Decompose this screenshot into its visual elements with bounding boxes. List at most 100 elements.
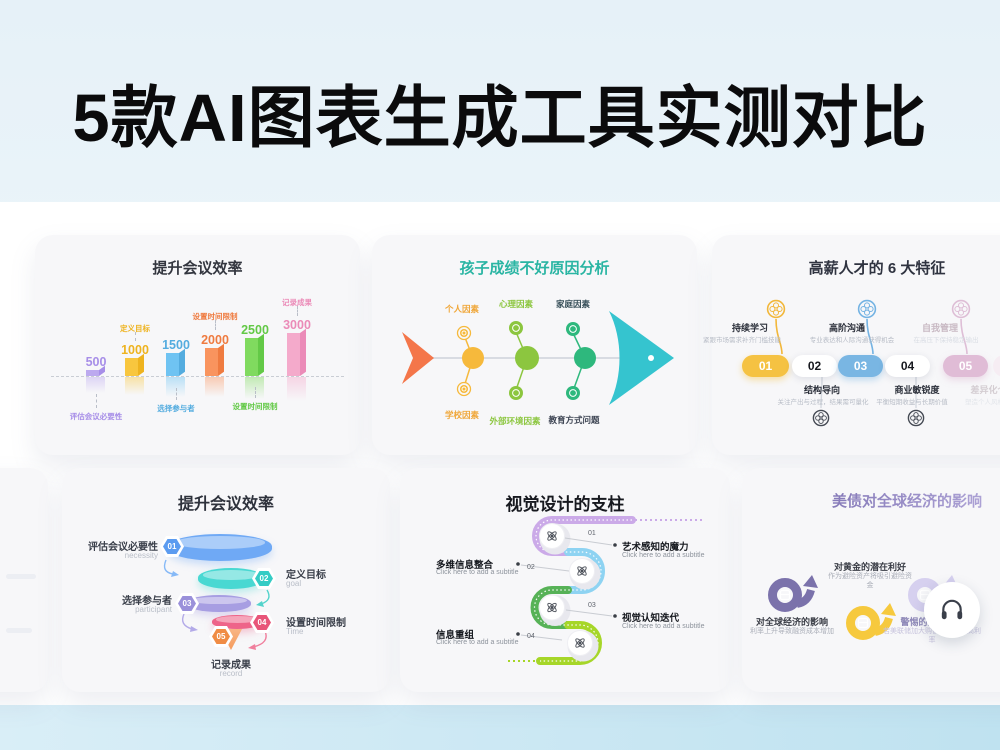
timeline-step-pill: 04 (885, 355, 930, 377)
funnel-sublabel: goal (286, 579, 302, 588)
bar-label-connector (255, 387, 256, 398)
bar-2500 (245, 338, 258, 376)
snake-step-label: 视觉认知迭代 (622, 613, 680, 624)
funnel-level-1 (168, 534, 272, 561)
bar-3000-reflection (287, 377, 306, 401)
snake-step-subtitle: Click here to add a subtitle (622, 552, 705, 559)
callout-lines (520, 537, 613, 641)
bar-label-connector (297, 306, 298, 316)
fishbone-label: 家庭因素 (555, 299, 591, 309)
bar-1500-reflection (166, 377, 185, 397)
impact-item-label: 对全球经济的影响 (755, 617, 828, 627)
funnel-label: 记录成果 (211, 660, 251, 671)
fish-head-icon (609, 311, 674, 405)
knot-icon (951, 299, 971, 319)
card-funnel: 提升会议效率 01 02 03 04 05 评估会议必要性 necessity … (62, 468, 390, 692)
bar-3000-side (300, 328, 306, 376)
timeline-item-label: 持续学习 (731, 323, 769, 333)
bar-chart-baseline (51, 376, 344, 377)
knot-icon (857, 299, 877, 319)
funnel-sublabel: Time (286, 627, 304, 636)
card-partial-left (0, 468, 48, 692)
snake-step-number: 04 (527, 633, 535, 640)
card-timeline: 高薪人才的 6 大特征 01 02 03 04 05 06 持续学习 紧跟市场需… (703, 235, 1000, 455)
timeline-step-pill: 06 (993, 355, 1000, 377)
knot-icon (907, 409, 925, 427)
bar-label: 记录成果 (282, 298, 312, 307)
bar-2000-reflection (205, 377, 224, 397)
bar-1000 (125, 358, 138, 376)
fish-tail-icon (402, 332, 434, 384)
funnel-badge: 02 (252, 568, 276, 589)
bar-2500-side (258, 333, 264, 376)
funnel-sublabel: necessity (124, 551, 158, 560)
snake-step-number: 01 (588, 530, 596, 537)
timeline-item-subtitle: 平衡短期收益与长期价值 (876, 399, 948, 406)
bar-2500-reflection (245, 377, 264, 399)
impact-title: 美债对全球经济的影响 (742, 490, 1000, 511)
callout-dots (516, 543, 617, 636)
fishbone-label: 心理因素 (498, 299, 534, 309)
snake-step-subtitle: Click here to add a subtitle (436, 569, 519, 576)
fishbone-title: 孩子成绩不好原因分析 (459, 260, 610, 277)
funnel-badge: 04 (250, 612, 274, 633)
bar-label: 设置时间限制 (232, 402, 278, 411)
fishbone-label: 教育方式问题 (548, 415, 600, 425)
funnel-label: 定义目标 (286, 570, 326, 581)
snake-step-label: 信息重组 (436, 630, 475, 641)
timeline-item-subtitle: 塑造个人风格，强化竞争力 (965, 399, 1000, 406)
fishbone-node-icon (515, 346, 539, 370)
bar-2000 (205, 348, 218, 376)
timeline-item-label: 高阶沟通 (828, 323, 866, 333)
impact-item-subtitle: 利率上升导致融资成本增加 (750, 628, 834, 635)
timeline-item-label: 差异化个人品牌 (970, 385, 1000, 395)
bottom-strip (0, 705, 1000, 750)
timeline-step-pill: 05 (943, 355, 988, 377)
fishbone-node-icon (462, 347, 484, 369)
faint-text-placeholder (6, 628, 32, 633)
timeline-item-label: 商业敏锐度 (894, 385, 940, 395)
fishbone-label: 学校因素 (444, 410, 480, 420)
bar-3000 (287, 333, 300, 376)
funnel-level-2 (198, 568, 264, 589)
bar-label: 选择参与者 (157, 404, 195, 413)
fishbone-subnode-icons (456, 321, 580, 400)
timeline-title: 高薪人才的 6 大特征 (808, 260, 946, 277)
bar-500-reflection (86, 377, 105, 393)
snake-step-subtitle: Click here to add a subtitle (622, 623, 705, 630)
snake-step-number: 03 (588, 602, 596, 609)
bar-1500-side (179, 348, 185, 376)
fishbone-label: 个人因素 (444, 304, 480, 314)
timeline-step-pill: 02 (792, 355, 837, 377)
impact-item-label: 对黄金的潜在利好 (833, 562, 906, 572)
fish-eye-icon (648, 355, 654, 361)
snake-step-number: 02 (527, 564, 535, 571)
snake-title: 视觉设计的支柱 (505, 495, 625, 514)
knot-icon (766, 299, 786, 319)
timeline-item-subtitle: 在高压下保持稳定输出 (913, 337, 979, 344)
timeline-item-subtitle: 专业表达和人际沟通获得机会 (809, 337, 895, 344)
snake-step-subtitle: Click here to add a subtitle (436, 639, 519, 646)
funnel-label: 选择参与者 (122, 596, 172, 607)
bar-chart-title: 提升会议效率 (152, 260, 243, 277)
bar-value: 500 (85, 355, 107, 369)
funnel-sublabel: record (219, 669, 243, 678)
fishbone-label: 外部环境因素 (489, 416, 541, 426)
faint-text-placeholder (6, 574, 36, 579)
impact-item-subtitle: 作为避险资产将吸引避险资金 (828, 573, 912, 589)
funnel-level-4 (212, 615, 262, 629)
card-bar-chart: 提升会议效率 500 评估会议必要性 1000 定义目标 1500 选择参与者 … (35, 235, 360, 455)
bar-value: 1000 (121, 343, 149, 357)
bar-value: 2500 (241, 323, 269, 337)
timeline-item-label: 自我管理 (921, 323, 959, 333)
card-snake: 视觉设计的支柱 01 (400, 468, 730, 692)
headset-icon (941, 599, 963, 620)
funnel-badge: 03 (175, 593, 199, 614)
fishbone-node-icon (574, 347, 596, 369)
support-button[interactable] (924, 582, 980, 638)
atom-icon (547, 531, 587, 648)
bar-label: 设置时间限制 (192, 312, 238, 321)
card-fishbone: 孩子成绩不好原因分析 个人因素 心理因素 家庭因素 学校因素 外部环境因素 教育… (372, 235, 697, 455)
bar-label-connector (96, 394, 97, 408)
bar-label-connector (215, 320, 216, 330)
